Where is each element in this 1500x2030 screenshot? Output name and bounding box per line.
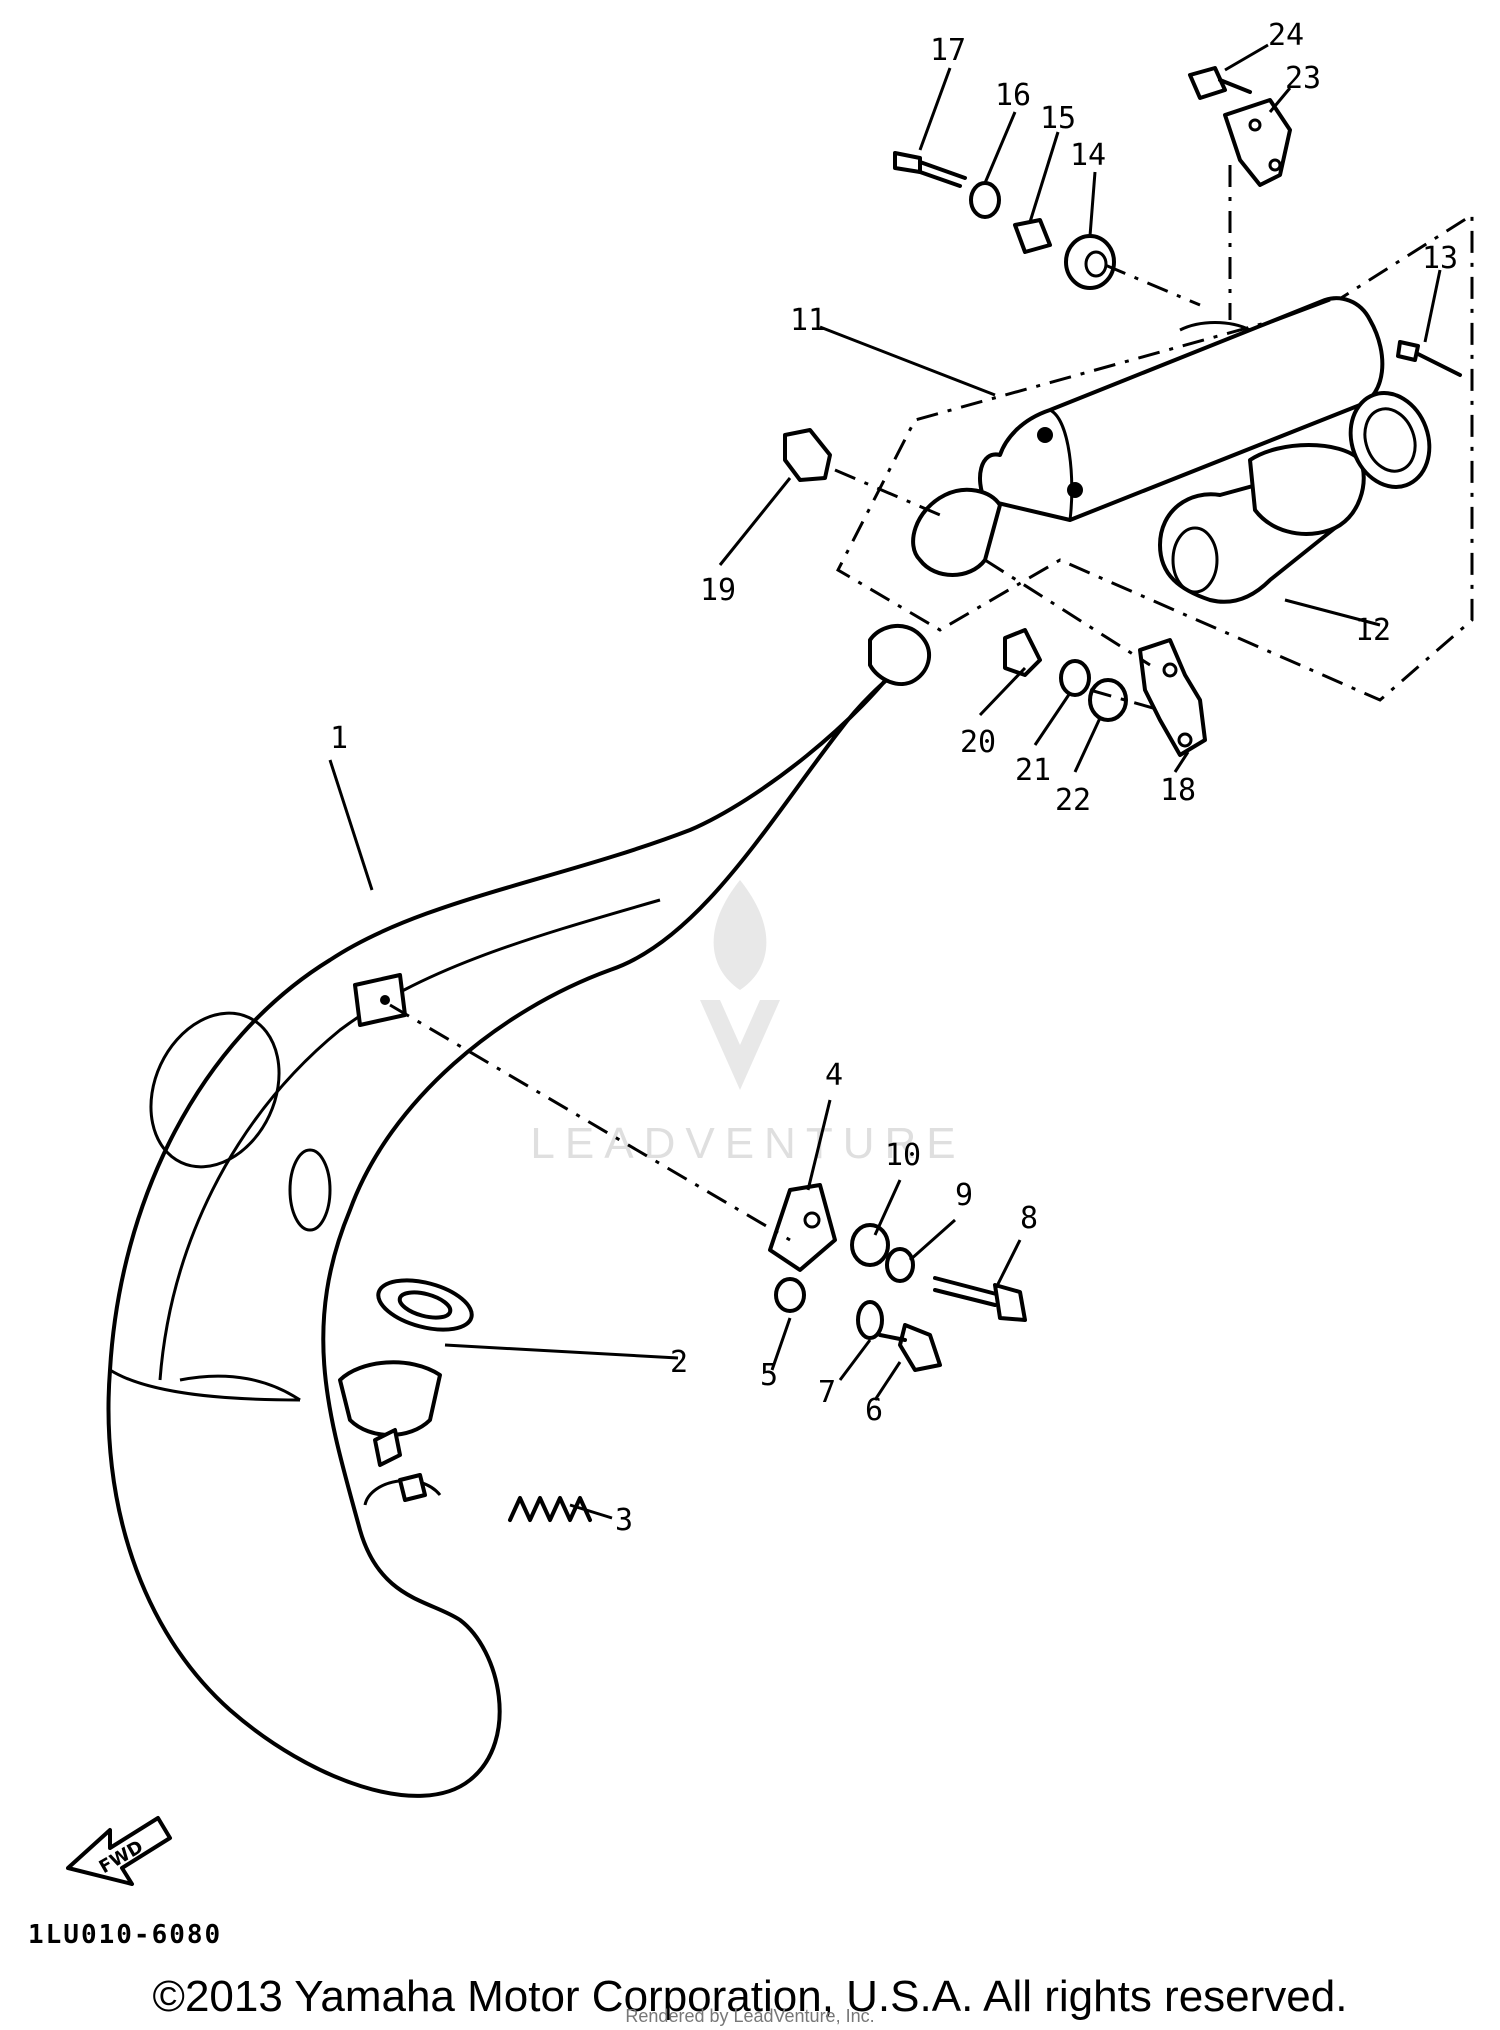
washer-16	[969, 181, 1001, 219]
leadventure-watermark: LEADVENTURE	[530, 880, 965, 1168]
callout-7: 7	[818, 1375, 836, 1410]
callout-12: 12	[1355, 613, 1391, 648]
mounting-bracket	[768, 1183, 837, 1272]
washer-21	[1059, 659, 1091, 697]
stay-23	[1223, 98, 1292, 187]
callout-3: 3	[615, 1503, 633, 1538]
mount-line	[389, 1003, 791, 1242]
callout-10: 10	[885, 1138, 921, 1173]
assembly-line-grommet	[1104, 263, 1201, 307]
assembly-line-bracket	[984, 558, 1151, 667]
collar-7	[856, 1300, 884, 1340]
collar-15	[1013, 218, 1052, 254]
copyright-notice: ©2013 Yamaha Motor Corporation, U.S.A. A…	[152, 1972, 1348, 2021]
callout-20: 20	[960, 725, 996, 760]
leader-lines	[328, 43, 1442, 1520]
callout-16: 16	[995, 78, 1031, 113]
callout-5: 5	[760, 1358, 778, 1393]
callout-14: 14	[1070, 138, 1106, 173]
callout-22: 22	[1055, 783, 1091, 818]
callout-1: 1	[330, 721, 348, 756]
watermark-text: LEADVENTURE	[530, 1119, 965, 1168]
bolt-24	[1188, 66, 1252, 100]
callout-24: 24	[1268, 18, 1304, 53]
silencer-packing	[1158, 391, 1432, 604]
washer-10	[850, 1223, 890, 1267]
callout-8: 8	[1020, 1201, 1038, 1236]
expansion-chamber	[106, 623, 931, 1798]
nut-19	[783, 428, 832, 482]
forward-arrow: FWD	[66, 1816, 172, 1886]
callout-2: 2	[670, 1345, 688, 1380]
rendered-by-notice: Rendered by LeadVenture, Inc.	[625, 2006, 875, 2026]
grommet	[1064, 234, 1116, 290]
diagram-code: 1LU010-6080	[28, 1920, 223, 1950]
muffler	[911, 296, 1385, 577]
lock-washer-9	[885, 1247, 915, 1283]
washer-22	[1088, 678, 1128, 722]
screw-13	[1396, 340, 1462, 377]
callout-18: 18	[1160, 773, 1196, 808]
callout-9: 9	[955, 1178, 973, 1213]
callout-17: 17	[930, 33, 966, 68]
bolt-17	[893, 151, 967, 188]
callout-15: 15	[1040, 101, 1076, 136]
callout-labels: 1 2 3 4 5 6 7 8 9 10 11 12 13 14 15 16 1…	[330, 18, 1458, 1538]
exhaust-spring	[508, 1496, 592, 1522]
callout-6: 6	[865, 1393, 883, 1428]
callout-23: 23	[1285, 61, 1321, 96]
assembly-line-nut	[834, 468, 941, 517]
washer-5	[774, 1277, 806, 1313]
long-bolt	[933, 1276, 1027, 1322]
callout-21: 21	[1015, 753, 1051, 788]
short-bolt	[878, 1323, 942, 1372]
rear-bracket	[1138, 638, 1207, 757]
callout-19: 19	[700, 573, 736, 608]
muffler-assembly-boundary	[836, 212, 1474, 702]
callout-11: 11	[790, 303, 826, 338]
callout-4: 4	[825, 1058, 843, 1093]
bolt-20	[1003, 628, 1042, 677]
assembly-line-washers	[1089, 688, 1161, 712]
exhaust-gasket	[376, 1278, 474, 1332]
callout-13: 13	[1422, 241, 1458, 276]
